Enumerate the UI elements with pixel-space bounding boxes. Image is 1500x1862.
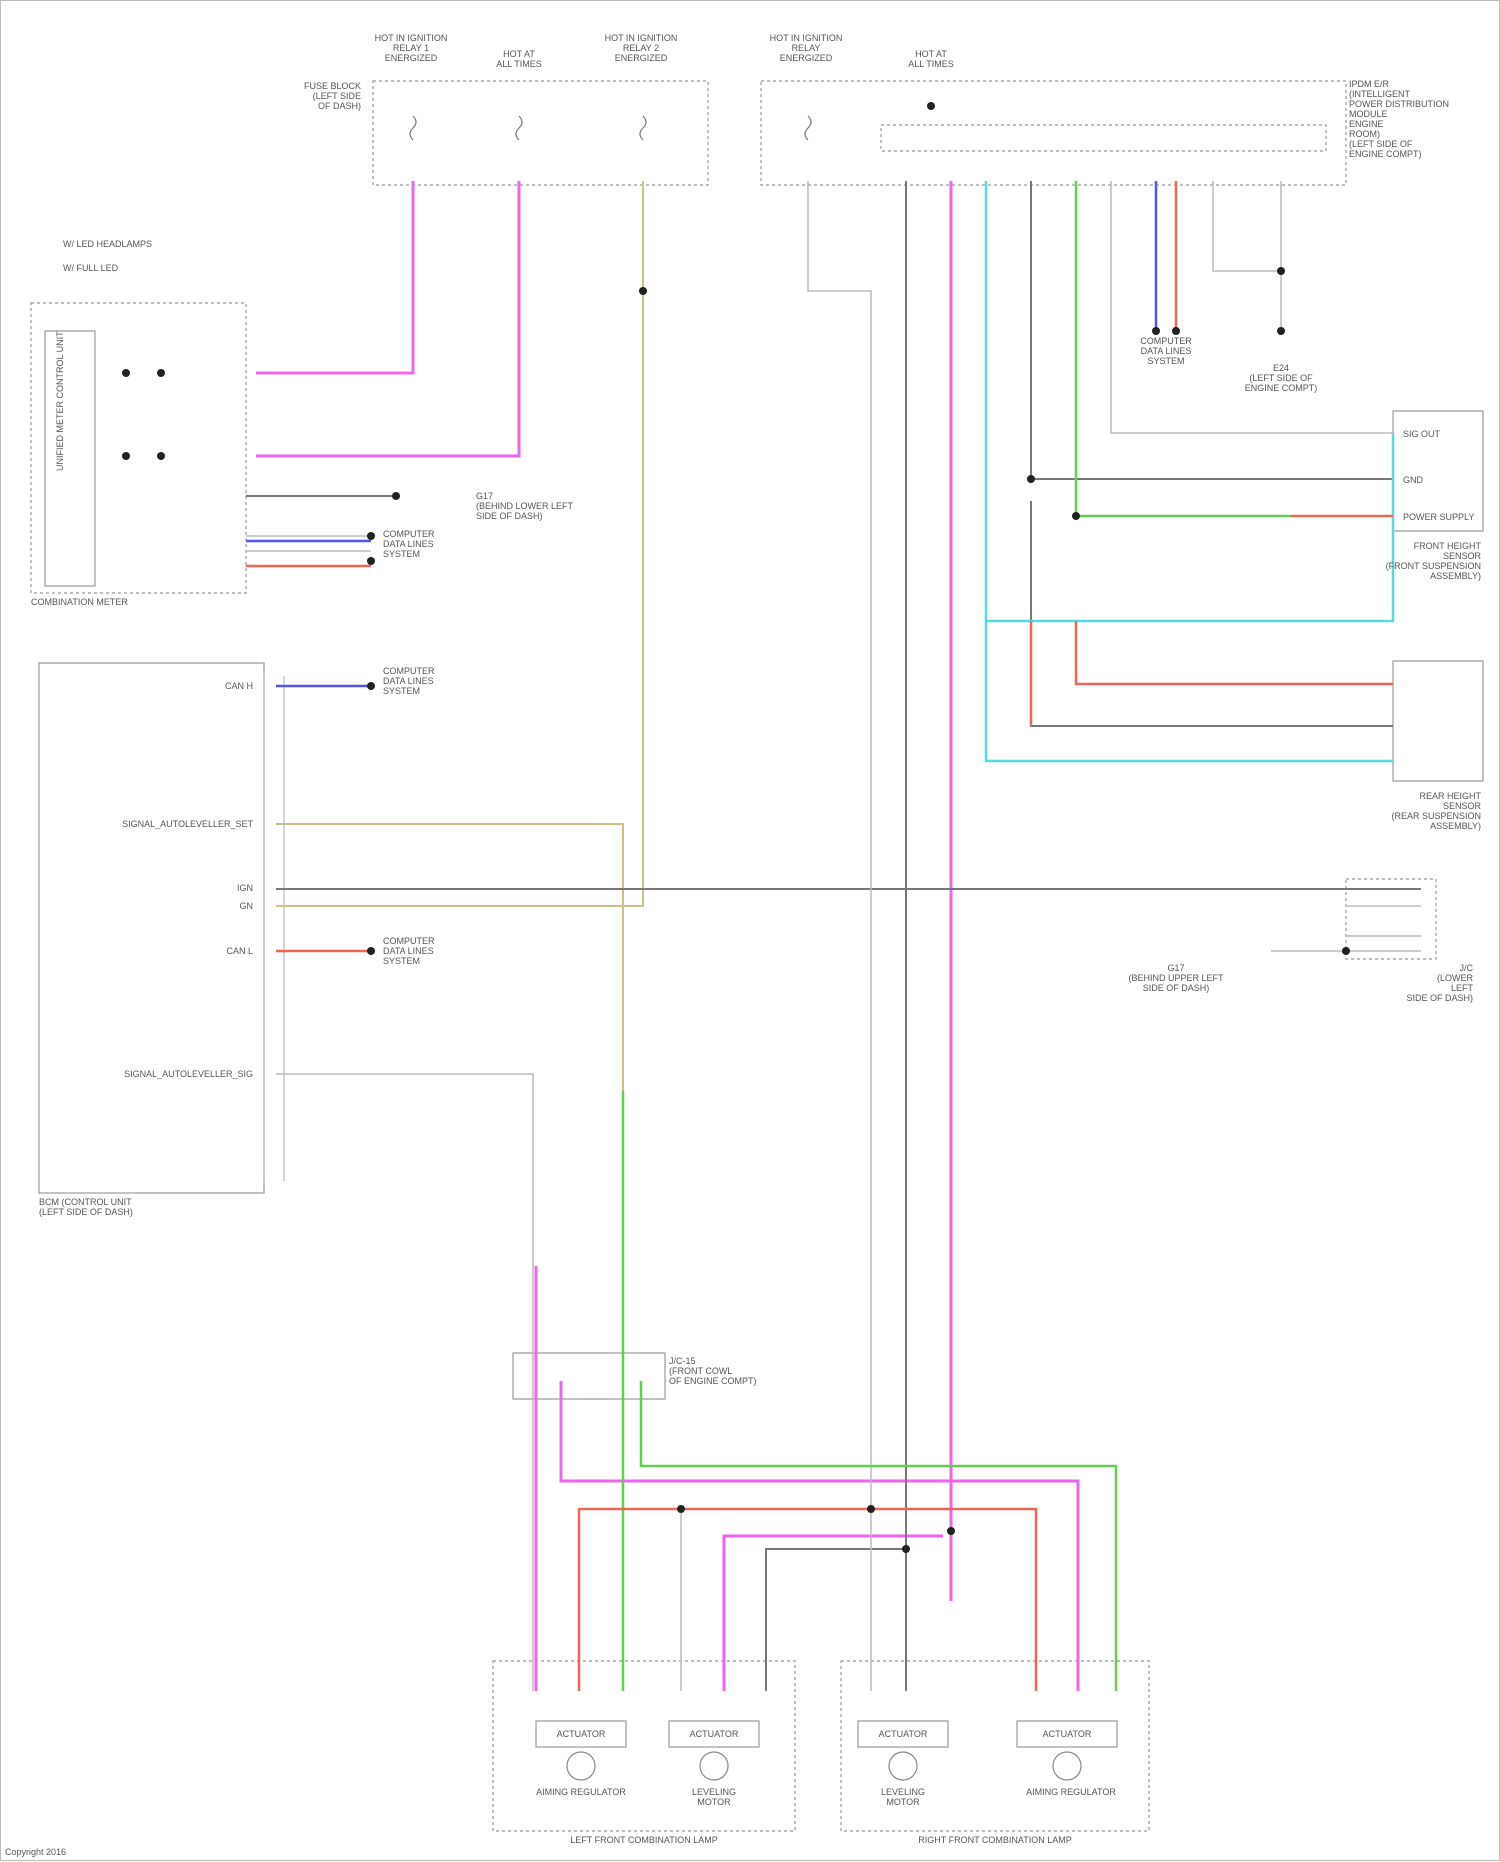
green-wires: [623, 181, 1291, 1691]
blue-wires: [246, 181, 1156, 686]
can-bcm1-label: COMPUTER DATA LINES SYSTEM: [383, 666, 483, 696]
bcm-pin-can-h: CAN H: [141, 681, 253, 691]
can-meter-label: COMPUTER DATA LINES SYSTEM: [383, 529, 483, 559]
bcm-pin-gn: GN: [141, 901, 253, 911]
bcm-pin-ign: IGN: [141, 883, 253, 893]
actuator-label-3: ACTUATOR: [858, 1729, 948, 1739]
fuse-block-box: [373, 81, 708, 185]
legend-1: W/ LED HEADLAMPS: [63, 239, 363, 249]
footer-copyright: Copyright 2016: [5, 1847, 205, 1857]
motor-symbols: [567, 1752, 1081, 1780]
motor-label-r1: LEVELING MOTOR: [858, 1787, 948, 1807]
rear-sensor-box: [1393, 661, 1483, 781]
front-pin-sig: SIG OUT: [1403, 429, 1478, 439]
actuator-label-2: ACTUATOR: [669, 1729, 759, 1739]
fuse2-label: HOT AT ALL TIMES: [469, 49, 569, 69]
fuse-block-label: FUSE BLOCK (LEFT SIDE OF DASH): [261, 81, 361, 111]
motor-label-r2: AIMING REGULATOR: [1011, 1787, 1131, 1797]
front-pin-pwr: POWER SUPPLY: [1403, 512, 1478, 522]
fuse-glyphs: [410, 116, 811, 140]
front-pin-gnd: GND: [1403, 475, 1478, 485]
rear-sensor-label: REAR HEIGHT SENSOR (REAR SUSPENSION ASSE…: [1341, 791, 1481, 831]
meter-inner-box: [45, 331, 95, 586]
ground-meter-label: G17 (BEHIND LOWER LEFT SIDE OF DASH): [476, 491, 636, 521]
bcm-pin-can-l: CAN L: [141, 946, 253, 956]
bcm-box: [39, 663, 264, 1193]
ground-j-label: G17 (BEHIND UPPER LEFT SIDE OF DASH): [1101, 963, 1251, 993]
joint-box: [1346, 879, 1436, 959]
motor-label-l1: AIMING REGULATOR: [526, 1787, 636, 1797]
ipdm-inner-box: [881, 125, 1326, 151]
fuse3-label: HOT IN IGNITION RELAY 2 ENERGIZED: [576, 33, 706, 63]
ipdm-label: IPDM E/R (INTELLIGENT POWER DISTRIBUTION…: [1349, 79, 1499, 159]
front-sensor-label: FRONT HEIGHT SENSOR (FRONT SUSPENSION AS…: [1341, 541, 1481, 581]
joint-label: J/C (LOWER LEFT SIDE OF DASH): [1361, 963, 1473, 1003]
actuator-label-4: ACTUATOR: [1017, 1729, 1117, 1739]
lf-lamp-label: LEFT FRONT COMBINATION LAMP: [493, 1835, 795, 1845]
actuator-label-1: ACTUATOR: [536, 1729, 626, 1739]
splice-dots: [122, 102, 1350, 1553]
bcm-label: BCM (CONTROL UNIT (LEFT SIDE OF DASH): [39, 1197, 259, 1217]
meter-inner-label: UNIFIED METER CONTROL UNIT: [55, 271, 65, 471]
motor-label-l2: LEVELING MOTOR: [669, 1787, 759, 1807]
can-ipdm-label: COMPUTER DATA LINES SYSTEM: [1116, 336, 1216, 366]
bcm-pin-sig: SIGNAL_AUTOLEVELLER_SIG: [61, 1069, 253, 1079]
fuse1-label: HOT IN IGNITION RELAY 1 ENERGIZED: [351, 33, 471, 63]
can-bcm2-label: COMPUTER DATA LINES SYSTEM: [383, 936, 483, 966]
cyan-wires: [986, 181, 1393, 761]
g-ipdm-label: E24 (LEFT SIDE OF ENGINE COMPT): [1226, 363, 1336, 393]
legend-2: W/ FULL LED: [63, 263, 363, 273]
combination-meter-label: COMBINATION METER: [31, 597, 231, 607]
junction-label: J/C-15 (FRONT COWL OF ENGINE COMPT): [669, 1356, 809, 1386]
ipdm-box: [761, 81, 1346, 185]
bcm-pin-set: SIGNAL_AUTOLEVELLER_SET: [61, 819, 253, 829]
rf-lamp-label: RIGHT FRONT COMBINATION LAMP: [841, 1835, 1149, 1845]
pink-wires: [256, 181, 1078, 1691]
fuse5-label: HOT AT ALL TIMES: [881, 49, 981, 69]
fuse4-label: HOT IN IGNITION RELAY ENERGIZED: [741, 33, 871, 63]
